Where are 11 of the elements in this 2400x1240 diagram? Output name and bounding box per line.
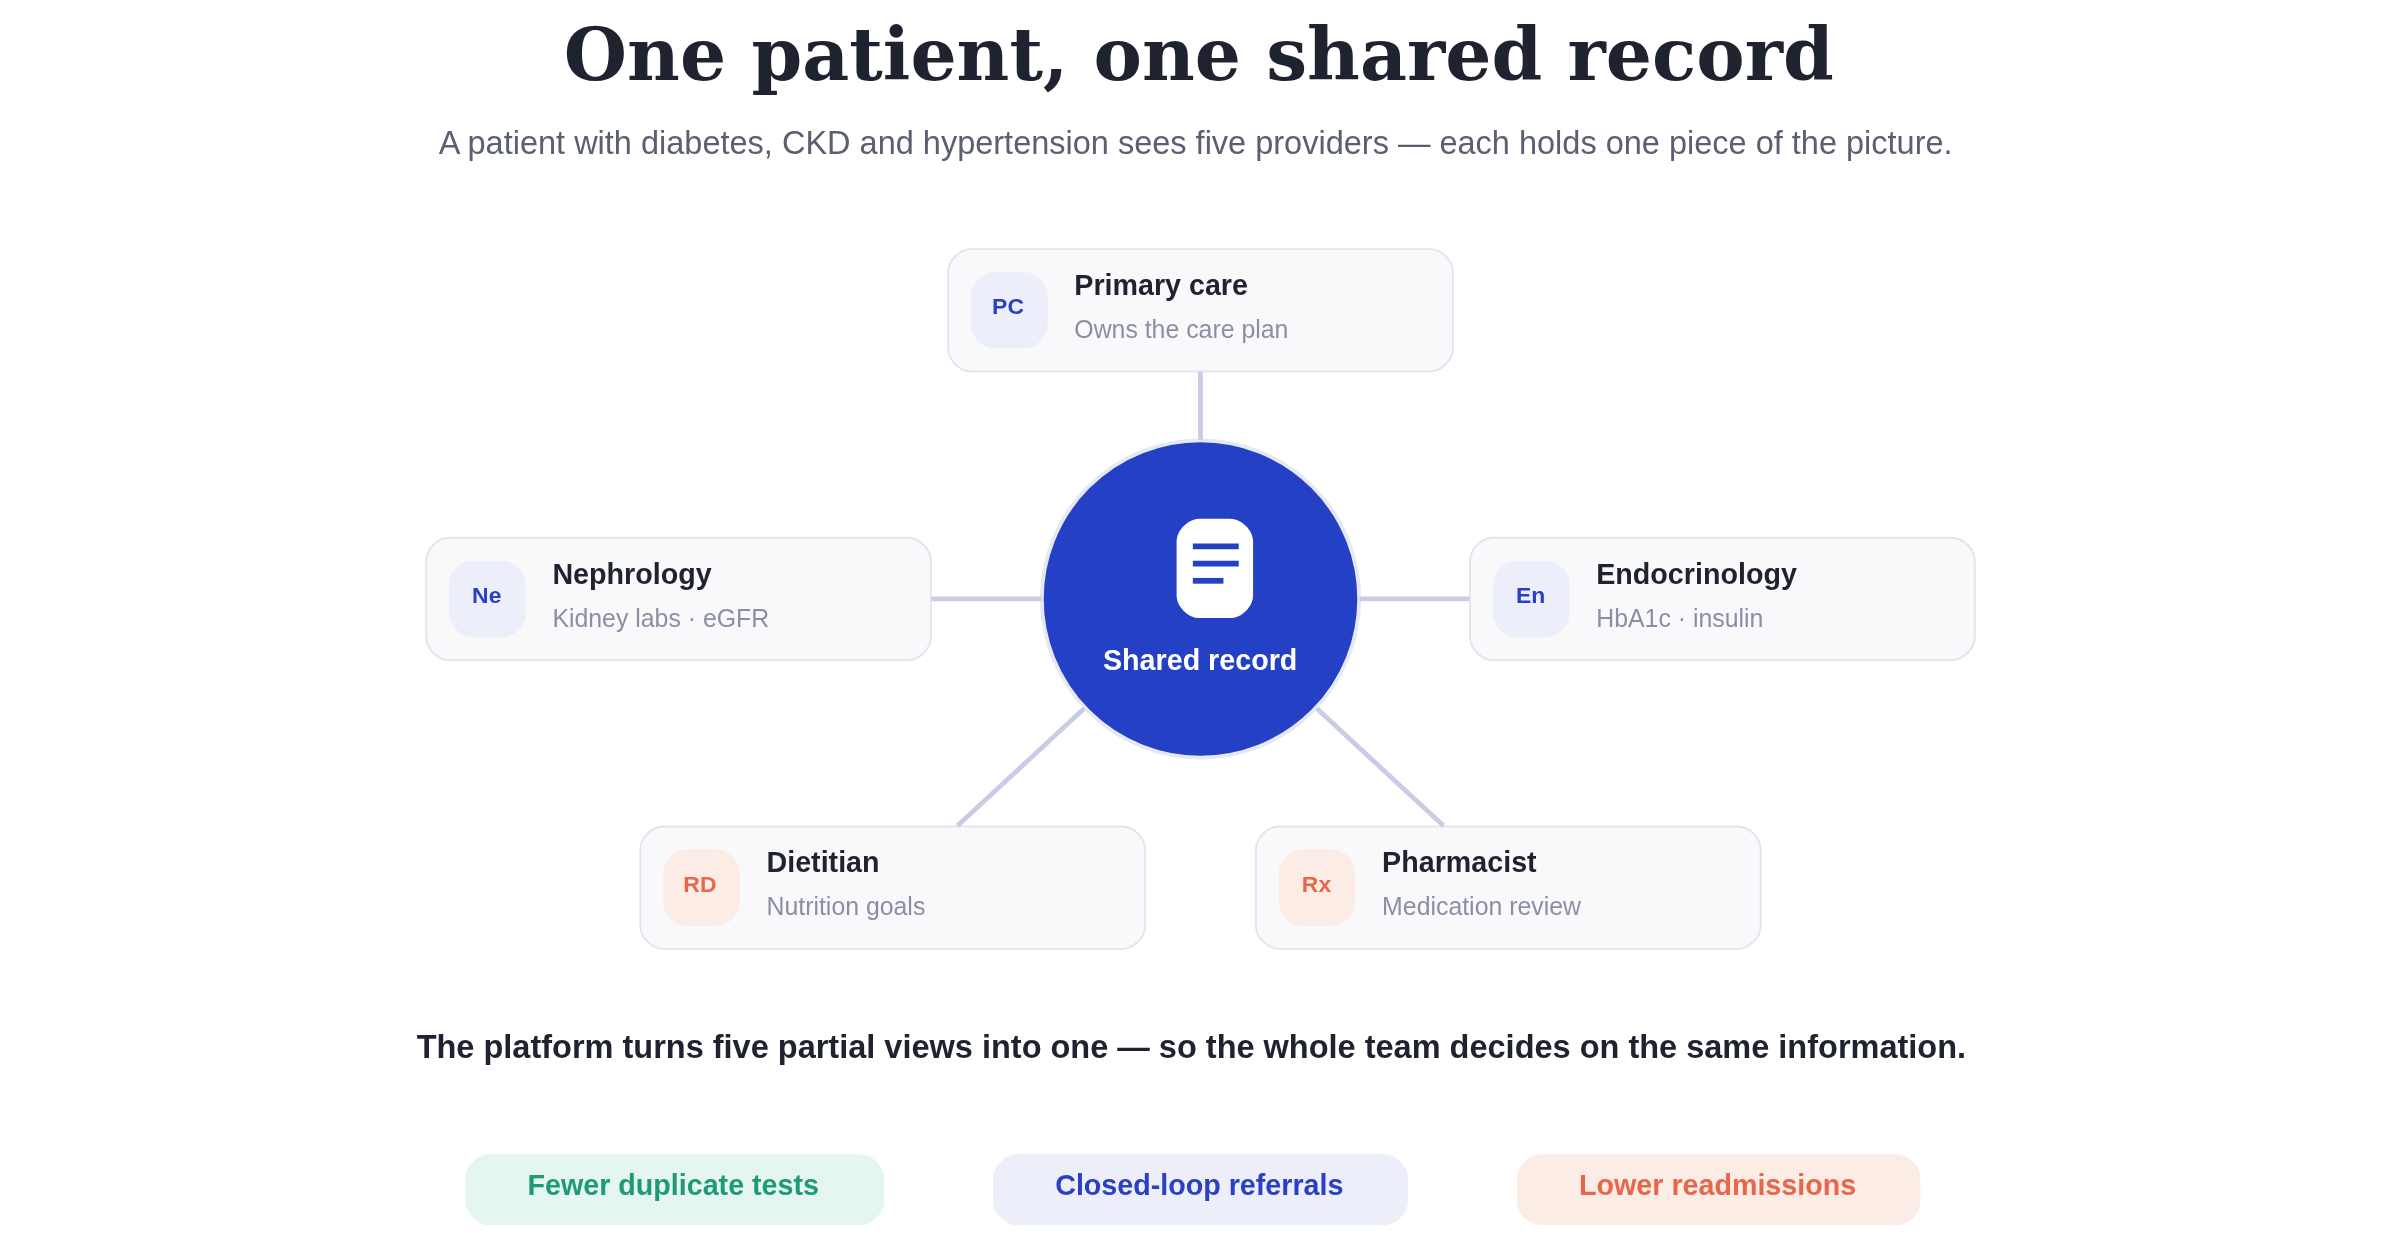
connector <box>930 596 1042 602</box>
connector <box>1314 706 1445 828</box>
node-box: Lower readmissions <box>1516 1154 1920 1226</box>
node-circle: Shared record <box>1039 438 1361 760</box>
diagram-title: One patient, one shared record <box>563 11 1834 97</box>
label: The platform turns five partial views into one — so the whole team decides on the same information. <box>416 1029 1966 1065</box>
connector <box>1359 596 1469 602</box>
connector <box>955 706 1086 828</box>
connector <box>1197 371 1203 440</box>
node-box: Fewer duplicate tests <box>464 1154 884 1226</box>
label: A patient with diabetes, CKD and hypertension sees five providers — each holds one piece of the picture. <box>438 124 1953 161</box>
